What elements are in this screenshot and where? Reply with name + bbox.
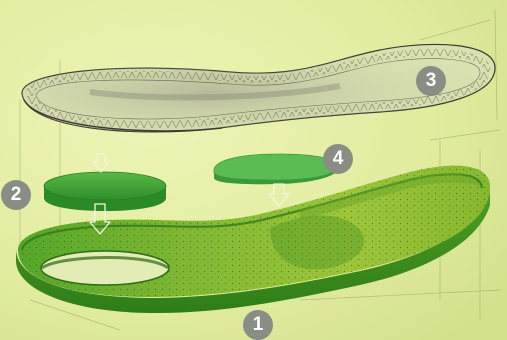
callout-number: 2	[11, 184, 22, 206]
callout-badge-base: 1	[243, 310, 273, 340]
callout-badge-top-cover: 3	[416, 66, 446, 96]
callout-number: 3	[426, 70, 437, 92]
callout-badge-forefoot-pad: 4	[323, 144, 353, 174]
callout-number: 1	[253, 314, 264, 336]
callout-number: 4	[333, 148, 344, 170]
callout-badge-heel-pad: 2	[1, 180, 31, 210]
